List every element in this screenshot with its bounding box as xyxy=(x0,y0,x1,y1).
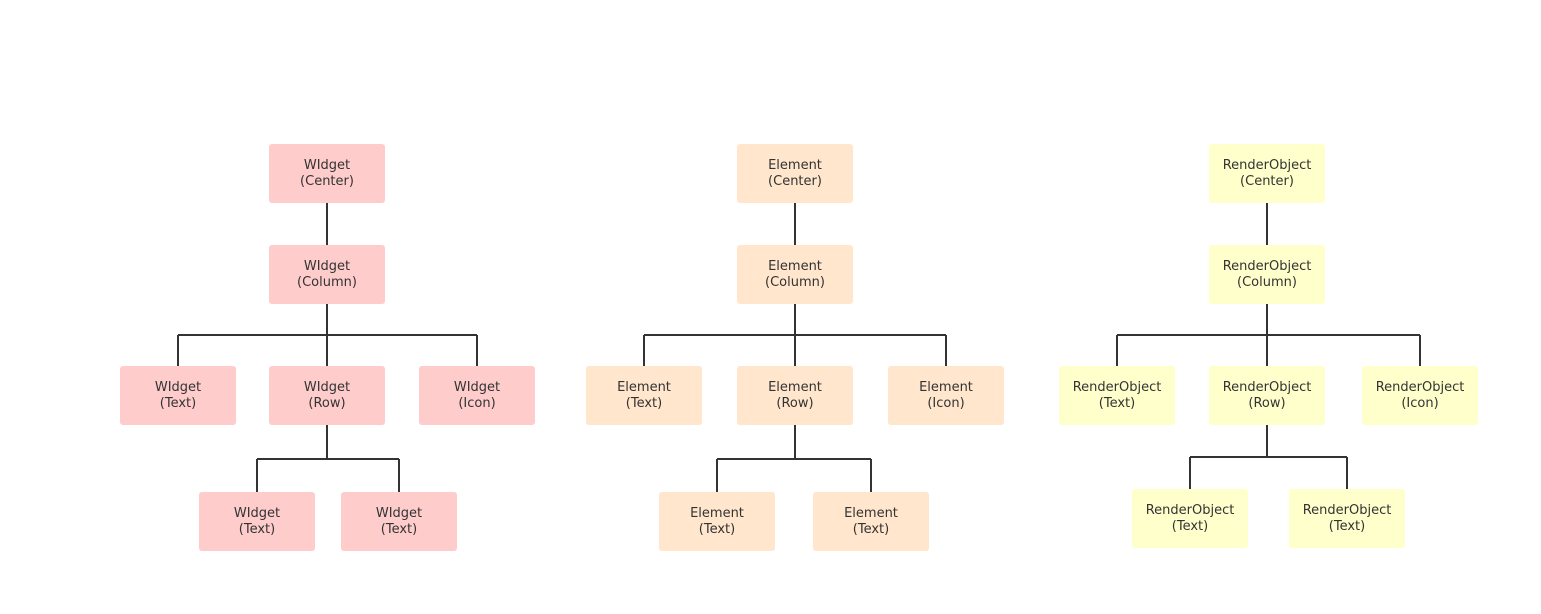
node-title: Element xyxy=(617,379,671,395)
node-subtitle: (Icon) xyxy=(1401,395,1439,411)
node-title: Element xyxy=(690,505,744,521)
widget-node-center: WIdget(Center) xyxy=(269,144,385,203)
element-node-center: Element(Center) xyxy=(737,144,853,203)
node-title: RenderObject xyxy=(1222,379,1312,395)
node-subtitle: (Text) xyxy=(1171,518,1209,534)
node-title: WIdget xyxy=(303,258,351,274)
node-title: Element xyxy=(768,157,822,173)
node-title: Element xyxy=(844,505,898,521)
node-title: WIdget xyxy=(375,505,423,521)
node-subtitle: (Column) xyxy=(765,274,825,290)
node-subtitle: (Row) xyxy=(308,395,346,411)
widget-node-column: WIdget(Column) xyxy=(269,245,385,304)
element-node-column: Element(Column) xyxy=(737,245,853,304)
node-title: RenderObject xyxy=(1145,502,1235,518)
renderobject-node-center: RenderObject(Center) xyxy=(1209,144,1325,203)
node-title: RenderObject xyxy=(1222,258,1312,274)
element-node-text2: Element(Text) xyxy=(659,492,775,551)
node-subtitle: (Text) xyxy=(698,521,736,537)
node-title: RenderObject xyxy=(1072,379,1162,395)
node-subtitle: (Text) xyxy=(625,395,663,411)
node-title: RenderObject xyxy=(1222,157,1312,173)
element-node-text1: Element(Text) xyxy=(586,366,702,425)
node-subtitle: (Text) xyxy=(238,521,276,537)
node-subtitle: (Column) xyxy=(1237,274,1297,290)
node-subtitle: (Row) xyxy=(1248,395,1286,411)
node-title: Element xyxy=(919,379,973,395)
node-subtitle: (Icon) xyxy=(927,395,965,411)
node-subtitle: (Text) xyxy=(380,521,418,537)
element-node-row: Element(Row) xyxy=(737,366,853,425)
node-subtitle: (Text) xyxy=(159,395,197,411)
renderobject-node-row: RenderObject(Row) xyxy=(1209,366,1325,425)
widget-node-row: WIdget(Row) xyxy=(269,366,385,425)
node-subtitle: (Icon) xyxy=(458,395,496,411)
node-title: WIdget xyxy=(303,157,351,173)
node-title: WIdget xyxy=(233,505,281,521)
node-subtitle: (Text) xyxy=(852,521,890,537)
widget-node-icon: WIdget(Icon) xyxy=(419,366,535,425)
node-subtitle: (Row) xyxy=(776,395,814,411)
element-node-icon: Element(Icon) xyxy=(888,366,1004,425)
widget-node-text3: WIdget(Text) xyxy=(341,492,457,551)
renderobject-node-text2: RenderObject(Text) xyxy=(1132,489,1248,548)
renderobject-node-icon: RenderObject(Icon) xyxy=(1362,366,1478,425)
renderobject-node-text1: RenderObject(Text) xyxy=(1059,366,1175,425)
node-title: RenderObject xyxy=(1302,502,1392,518)
renderobject-node-text3: RenderObject(Text) xyxy=(1289,489,1405,548)
node-subtitle: (Column) xyxy=(297,274,357,290)
node-subtitle: (Center) xyxy=(1240,173,1294,189)
node-subtitle: (Text) xyxy=(1328,518,1366,534)
node-title: RenderObject xyxy=(1375,379,1465,395)
node-title: WIdget xyxy=(154,379,202,395)
widget-node-text1: WIdget(Text) xyxy=(120,366,236,425)
node-subtitle: (Center) xyxy=(768,173,822,189)
node-title: Element xyxy=(768,258,822,274)
node-subtitle: (Text) xyxy=(1098,395,1136,411)
node-subtitle: (Center) xyxy=(300,173,354,189)
node-title: WIdget xyxy=(303,379,351,395)
renderobject-node-column: RenderObject(Column) xyxy=(1209,245,1325,304)
node-title: WIdget xyxy=(453,379,501,395)
element-node-text3: Element(Text) xyxy=(813,492,929,551)
widget-node-text2: WIdget(Text) xyxy=(199,492,315,551)
node-title: Element xyxy=(768,379,822,395)
